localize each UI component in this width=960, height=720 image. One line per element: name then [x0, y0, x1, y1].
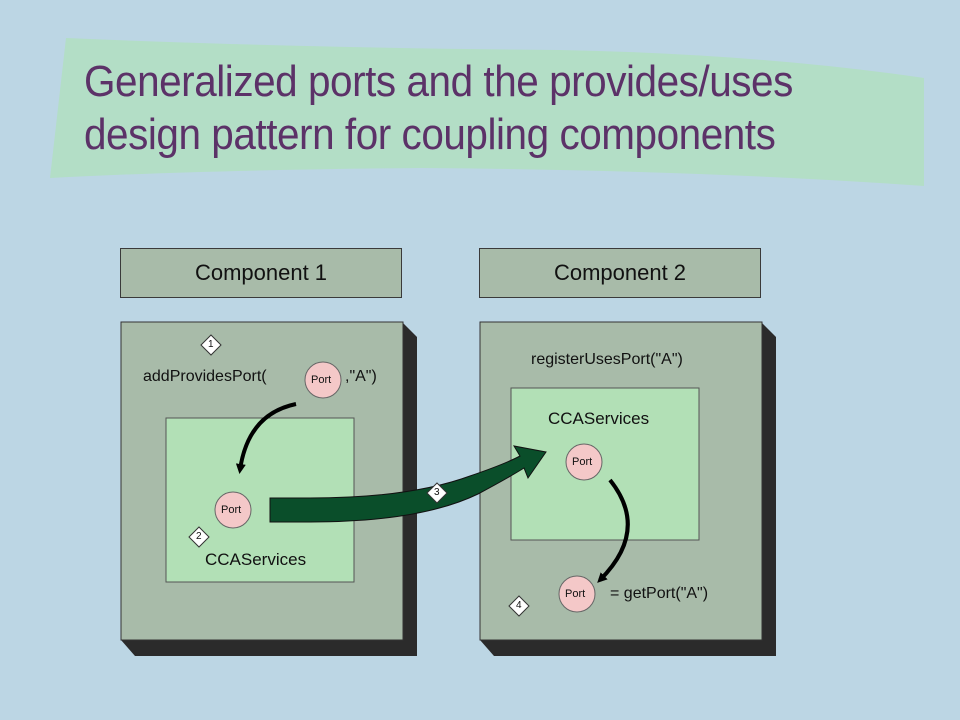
step-2-diamond [188, 526, 210, 548]
title-band [50, 38, 924, 186]
component-2-get-port-label: Port [565, 588, 586, 600]
component-1-label: Component 1 [120, 248, 402, 298]
step-3-diamond [426, 482, 448, 504]
add-provides-port-args: ,"A") [345, 368, 377, 385]
step-3-label: 3 [434, 487, 440, 498]
component-1-services-port [214, 491, 252, 529]
component-1-provides-port [304, 361, 342, 399]
component-1-services-port-label: Port [221, 504, 242, 516]
component-2-label: Component 2 [479, 248, 761, 298]
component-1-provides-port-label: Port [311, 374, 332, 386]
connector-arrow [269, 445, 547, 523]
component-2-services-box [510, 387, 700, 541]
step-1-diamond [200, 334, 222, 356]
component-2-services-port-label: Port [572, 456, 593, 468]
title-line-1: Generalized ports and the provides/uses [84, 57, 793, 106]
component-2-services-port [565, 443, 603, 481]
step-4-label: 4 [516, 600, 522, 611]
step-4-diamond [508, 595, 530, 617]
get-port-call: = getPort("A") [610, 585, 709, 602]
register-uses-port-call: registerUsesPort("A") [531, 351, 683, 368]
get-port-arrow [597, 478, 630, 583]
title-line-2: design pattern for coupling components [84, 110, 776, 159]
provides-port-arrow [235, 402, 297, 474]
add-provides-port-call: addProvidesPort( [143, 368, 267, 385]
step-2-label: 2 [196, 531, 202, 542]
component-2-get-port [558, 575, 596, 613]
component-2-services-label: CCAServices [548, 409, 650, 428]
step-1-label: 1 [208, 339, 214, 350]
component-1-services-label: CCAServices [205, 550, 307, 569]
